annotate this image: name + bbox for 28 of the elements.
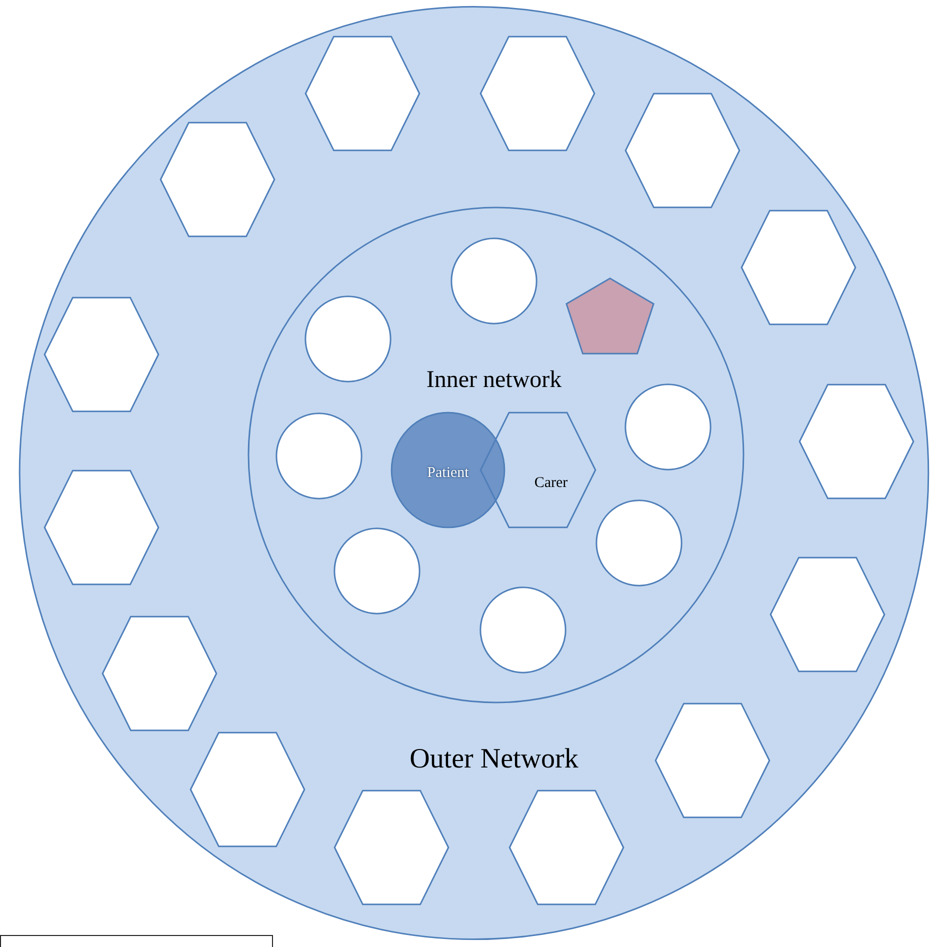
member-pentagon <box>566 278 654 354</box>
network-label: Inner network <box>426 366 562 394</box>
member-hexagon <box>305 36 420 151</box>
member-hexagon <box>44 297 159 412</box>
member-circle <box>596 500 682 586</box>
network-label: Outer Network <box>410 744 578 776</box>
member-hexagon <box>741 210 856 325</box>
member-circle <box>334 528 420 614</box>
member-hexagon <box>770 557 885 672</box>
node-label: Patient <box>427 464 469 482</box>
member-hexagon <box>799 384 914 499</box>
member-circle <box>480 587 566 673</box>
member-hexagon <box>102 616 217 731</box>
member-circle <box>451 238 537 324</box>
patient-circle <box>391 412 505 528</box>
inner-network-circle <box>246 205 746 705</box>
member-hexagon <box>509 790 624 905</box>
member-hexagon <box>44 470 159 585</box>
member-hexagon <box>334 790 449 905</box>
member-hexagon <box>655 703 770 818</box>
member-circle <box>276 413 362 499</box>
member-hexagon <box>160 122 275 237</box>
node-label: Carer <box>534 474 568 492</box>
member-circle <box>305 296 391 382</box>
member-hexagon <box>190 732 305 847</box>
carer-hexagon <box>480 412 596 528</box>
member-hexagon <box>480 36 595 151</box>
member-circle <box>625 384 711 470</box>
